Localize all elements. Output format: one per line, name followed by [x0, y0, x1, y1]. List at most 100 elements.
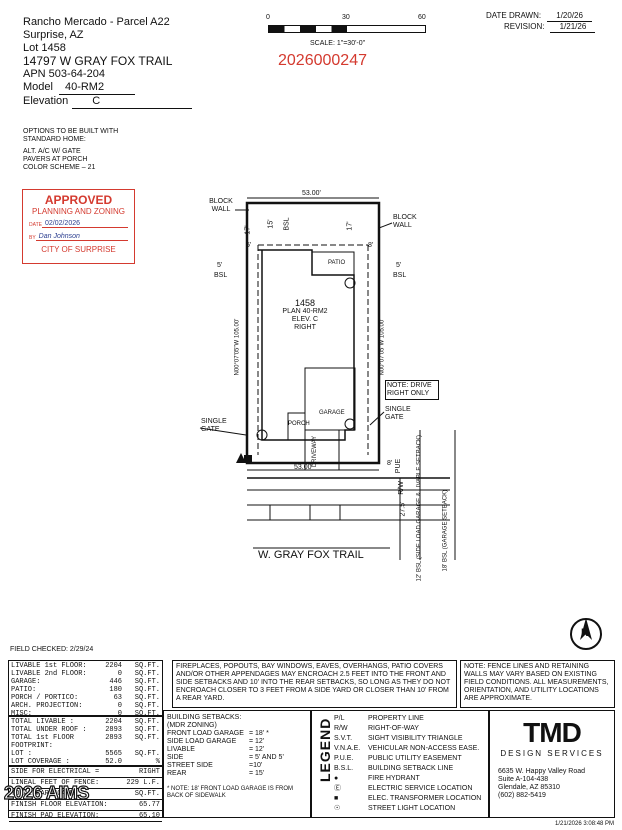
legend-row-desc: VEHICULAR NON-ACCESS EASE. [368, 745, 480, 752]
legend-row-abbr: R/W [334, 725, 348, 732]
house-plan: PLAN 40-RM2 [282, 308, 328, 315]
options-title: OPTIONS TO BE BUILT WITH STANDARD HOME: [23, 128, 119, 143]
area-row-value: 446 [109, 678, 122, 686]
bsl-label-rear: BSL [283, 217, 291, 231]
elevation-value: C [72, 95, 193, 109]
total-row-value: 2893 [105, 734, 122, 742]
date-drawn-label: DATE DRAWN: [486, 11, 542, 20]
stamp-by-label: BY [29, 235, 36, 241]
lot-boundary [245, 201, 381, 465]
company-phone: (602) 882-5419 [498, 792, 546, 799]
legend-row-desc: BUILDING SETBACK LINE [368, 765, 454, 772]
misc-row: LINEAL FEET OF FENCE:229 L.F. [9, 778, 162, 789]
setbacks-title: BUILDING SETBACKS: [167, 714, 242, 721]
total-row-label: TOTAL LIVABLE : [11, 718, 75, 726]
legend-row-desc: ELEC. TRANSFORMER LOCATION [368, 795, 482, 802]
stamp-city: CITY OF SURPRISE [41, 245, 116, 254]
setback-row: STREET SIDE=10' [167, 762, 307, 770]
model-row: Model 40-RM2 [23, 81, 192, 95]
single-gate-right: SINGLE GATE [385, 406, 411, 421]
setbacks-block: BUILDING SETBACKS: (MDR ZONING) FRONT LO… [163, 710, 311, 818]
legend-row-desc: STREET LIGHT LOCATION [368, 805, 456, 812]
area-row-label: MISC: [11, 710, 33, 718]
total-row-value: 52.0 [105, 758, 122, 766]
setback-row: FRONT LOAD GARAGE= 18' * [167, 730, 307, 738]
setback-row: REAR= 15' [167, 770, 307, 778]
misc-row-label: FINISH FLOOR ELEVATION: [11, 801, 108, 809]
setbacks-note: * NOTE: 18' FRONT LOAD GARAGE IS FROM BA… [167, 786, 294, 799]
legend-row-abbr: ☉ [334, 805, 341, 812]
misc-row-label: LINEAL FEET OF FENCE: [11, 779, 100, 787]
pue-dim: 8' [387, 460, 393, 467]
lot-number: Lot 1458 [23, 42, 66, 54]
area-row-label: GARAGE: [11, 678, 41, 686]
date-block: DATE DRAWN:1/20/26 REVISION:1/21/26 [486, 11, 596, 33]
revision-value: 1/21/26 [550, 22, 596, 33]
transformer-pad-icon [244, 455, 252, 463]
scale-graphic [268, 25, 426, 33]
total-row-unit: SQ.FT. [134, 726, 160, 734]
porch-label: PORCH [288, 421, 310, 427]
drive-note: NOTE: DRIVE RIGHT ONLY [385, 380, 439, 400]
area-row-label: LIVABLE 2nd FLOOR: [11, 670, 87, 678]
area-row-label: PATIO: [11, 686, 37, 694]
area-row-unit: SQ.FT. [134, 694, 160, 702]
footer-timestamp: 1/21/2026 3:08:48 PM [555, 821, 615, 827]
option-item: ALT. A/C W/ GATE [23, 148, 81, 155]
approval-stamp: APPROVED PLANNING AND ZONING DATE 02/02/… [22, 189, 135, 264]
setback-row-value: = 12' [249, 738, 265, 745]
house-elevation: ELEV. C [291, 316, 319, 323]
scale-tick-0: 0 [266, 14, 270, 21]
total-row-value: 5565 [105, 750, 122, 758]
legend-row: P.U.E.PUBLIC UTILITY EASEMENT [334, 754, 486, 764]
area-row-value: 63 [113, 694, 122, 702]
setback-row-value: = 18' * [249, 730, 269, 737]
total-row-unit: SQ.FT. [134, 718, 160, 726]
block-wall-left-label: BLOCK WALL [209, 198, 233, 213]
apn: APN 503-64-204 [23, 68, 105, 80]
garage-setback: 18' BSL (GARAGE SETBACK) [442, 489, 449, 572]
patio-label: PATIO [328, 260, 346, 266]
setback-row-label: STREET SIDE [167, 762, 213, 769]
total-row-label: LOT COVERAGE : [11, 758, 70, 766]
project-city: Surprise, AZ [23, 29, 84, 41]
patio-outline [311, 251, 355, 276]
house-lot-number: 1458 [294, 298, 316, 308]
gate-icon-left [256, 429, 268, 441]
field-checked: FIELD CHECKED: 2/29/24 [10, 646, 94, 653]
area-row-unit: SQ.FT. [134, 686, 160, 694]
misc-row-label: SIDE FOR ELECTRICAL = [11, 768, 100, 776]
legend-row-abbr: B.S.L. [334, 765, 354, 772]
bsl-label-left: BSL [214, 272, 228, 279]
stamp-title: APPROVED [44, 193, 113, 207]
misc-row-value: RIGHT [138, 768, 160, 776]
transformer-icon [236, 453, 246, 463]
total-row-label: LOT : [11, 750, 33, 758]
total-row: TOTAL LIVABLE : 2204 SQ.FT. [11, 718, 160, 726]
model-value: 40-RM2 [58, 81, 135, 95]
company-logo: TMD [523, 717, 582, 748]
field-note: NOTE: FENCE LINES AND RETAINING WALLS MA… [460, 660, 615, 708]
legend-row-desc: RIGHT-OF-WAY [368, 725, 419, 732]
total-row-value: 2204 [105, 718, 122, 726]
site-plan [199, 197, 602, 650]
legend-row-abbr: P.U.E. [334, 755, 354, 762]
setback-row-label: SIDE LOAD GARAGE [167, 738, 237, 745]
option-item: COLOR SCHEME – 21 [23, 164, 96, 171]
setback-row-label: SIDE [167, 754, 184, 761]
legend-row-abbr: V.N.A.E. [334, 745, 361, 752]
leader-right-wall [378, 222, 393, 229]
side-dim-5-left: 5' [217, 262, 223, 269]
legend-row-abbr: Ⓔ [334, 785, 341, 792]
company-name: DESIGN SERVICES [500, 749, 604, 758]
misc-row-label: FINISH PAD ELEVATION: [11, 812, 100, 820]
permit-number: 2026000247 [278, 52, 367, 69]
rear-dimension: 53.00' [302, 190, 321, 197]
legend-row: B.S.L. BUILDING SETBACK LINE [334, 764, 486, 774]
rw-label: R/W [397, 481, 405, 495]
stamp-date-label: DATE [29, 222, 42, 228]
